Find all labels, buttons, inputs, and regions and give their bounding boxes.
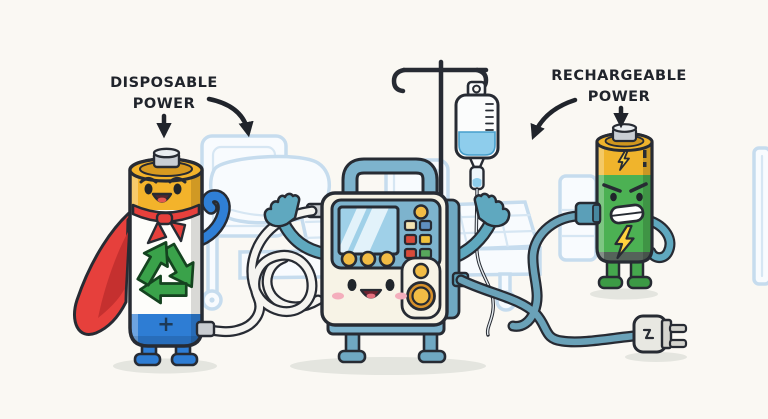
green-battery-face — [602, 182, 648, 225]
right-hand — [473, 192, 511, 228]
power-cable — [455, 210, 640, 348]
waving-arm — [193, 189, 231, 247]
label-line1: DISPOSABLE — [110, 75, 218, 91]
disposable-battery-character: + — [72, 147, 231, 367]
cape-kerchief — [131, 203, 201, 245]
curved-arrow-icon — [530, 97, 578, 140]
pump-face — [332, 279, 407, 300]
label-line2: POWER — [133, 96, 196, 112]
pump-handle — [341, 157, 439, 196]
grin — [609, 203, 645, 225]
rechargeable-power-label: RECHARGEABLE POWER — [530, 68, 686, 140]
lightning-icon — [617, 150, 630, 171]
charge-connector — [574, 201, 602, 226]
battery-face — [139, 177, 187, 203]
battery-terminal — [128, 147, 204, 183]
lightning-icon — [614, 224, 635, 260]
left-hand — [263, 192, 301, 228]
pump-screen — [337, 205, 400, 256]
pump-keypad[interactable] — [403, 204, 433, 260]
power-plug-icon — [632, 314, 688, 354]
infusion-pump-character — [263, 157, 511, 364]
tubing — [195, 202, 326, 338]
cape — [72, 202, 142, 336]
pump-knob-panel — [400, 256, 442, 320]
hip-arm — [642, 214, 676, 264]
iv-bag-icon — [454, 80, 500, 337]
pump-round-buttons[interactable] — [340, 250, 396, 268]
label-line1: RECHARGEABLE — [551, 68, 686, 84]
rechargeable-battery-character — [574, 123, 676, 290]
plus-icon: + — [157, 312, 175, 336]
curved-arrow-icon — [206, 96, 254, 138]
label-line2: POWER — [588, 89, 651, 105]
disposable-power-label: DISPOSABLE POWER — [110, 75, 254, 139]
iv-fluid — [458, 131, 496, 156]
